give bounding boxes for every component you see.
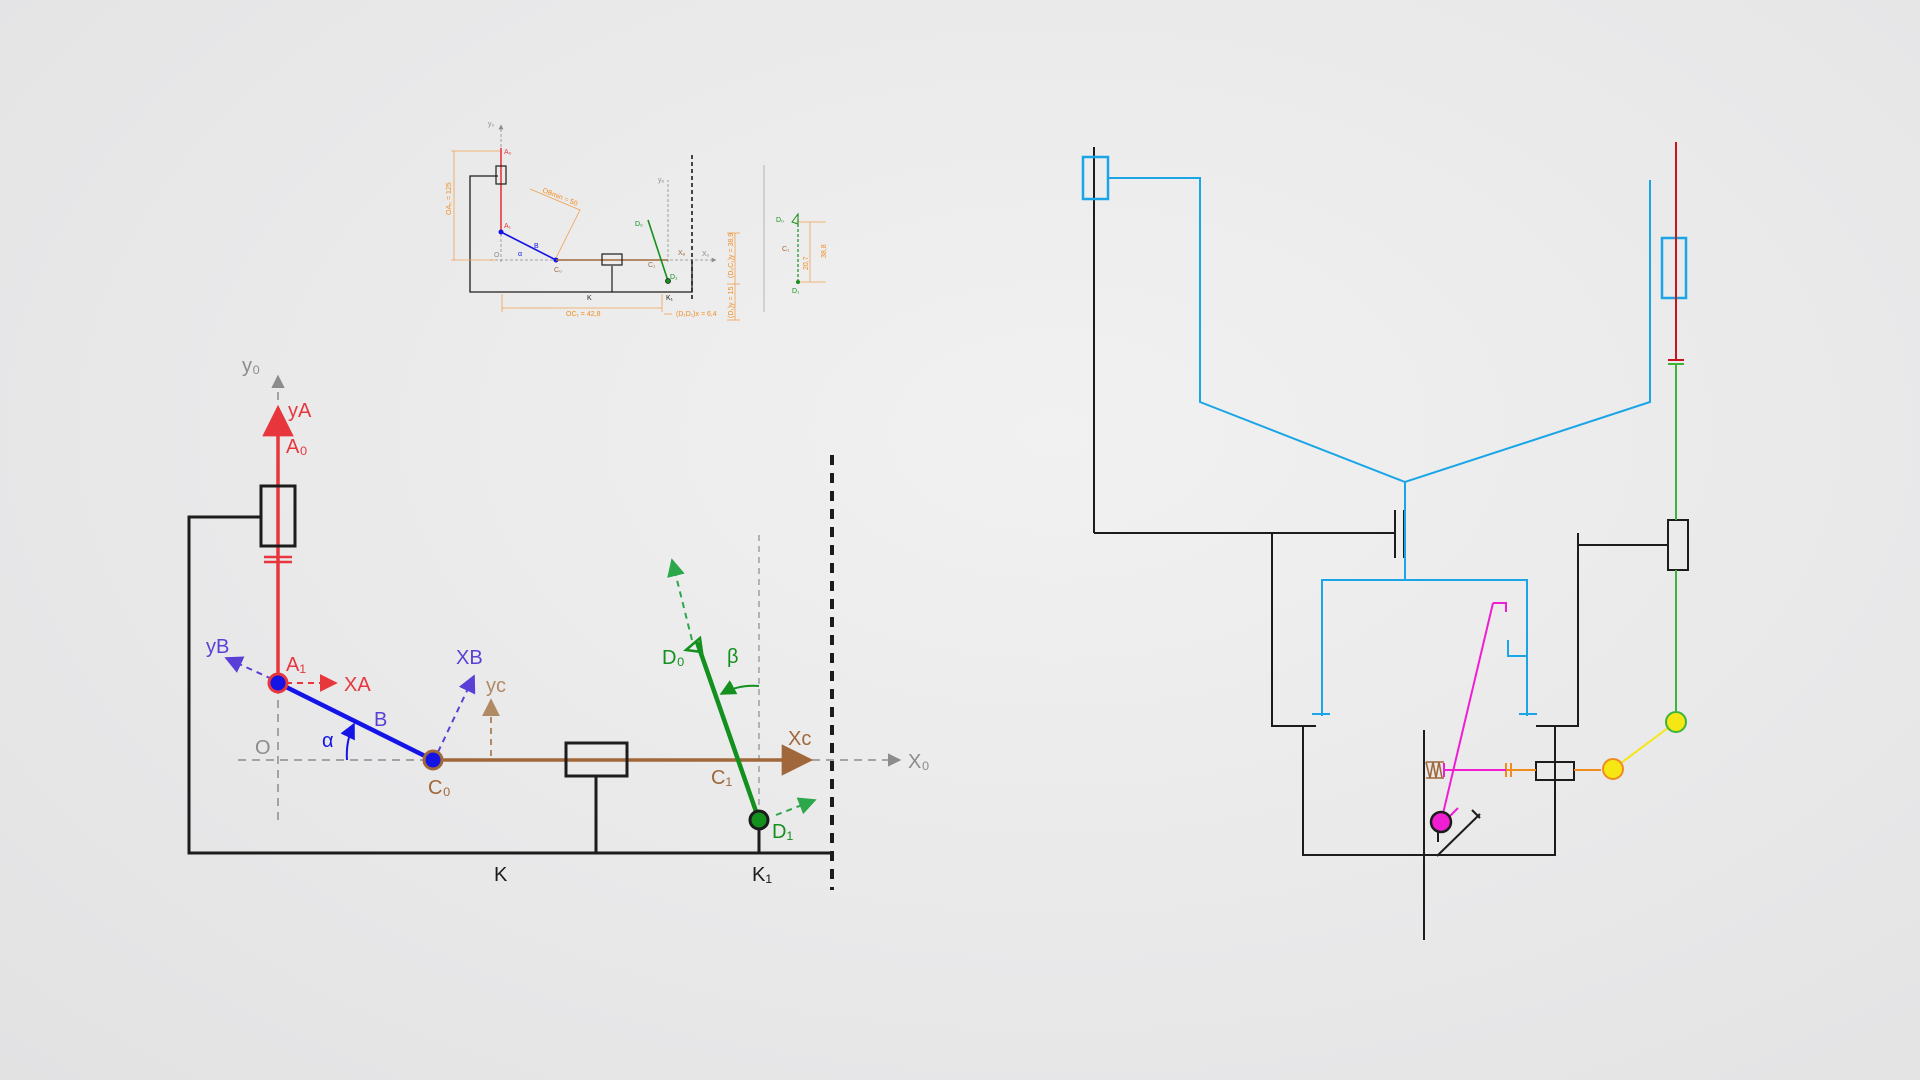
cyan-network [1108,177,1651,716]
thumb-side-c1: C₁ [782,246,790,253]
thumb-dim-small: 20,7 [803,256,810,270]
label-yb: yB [206,636,229,658]
yellow-joint-right [1665,711,1687,733]
black-frame-lines [1093,147,1668,940]
thumb-dim-d0c1: (D₀C₁)y = 38,9 [728,233,735,278]
thumb-label-b: B [534,243,539,250]
thumb-label-a0: A₀ [504,149,512,156]
link-b [276,680,435,763]
c-slider-block [564,741,629,778]
label-alpha: α [322,730,334,752]
yb-axis-arrow [224,656,273,680]
thumb-label-d1: D₁ [670,274,678,281]
thumb-label-d0: D₀ [635,221,643,228]
cyan-block-right [1660,236,1688,300]
main-mechanism: y₀ yA A₀ A₁ XA yB XB yc B α O C₀ C₁ Xc X… [187,355,930,890]
label-xa: XA [344,674,371,696]
thumb-side-tip [791,212,799,225]
thumb-label-c1: C₁ [648,262,656,269]
thumb-dim-d1y: (D₁)y = 15 [728,287,735,318]
a-guide-block [259,484,297,548]
yellow-joint-left [1602,758,1624,780]
label-o: O [255,737,271,759]
label-k: K [494,864,508,886]
thumb-label-x0: X₀ [702,251,710,258]
magenta-pivot [1429,810,1453,834]
label-d1: D₁ [772,821,793,843]
joint-c0 [422,749,444,771]
d0-tip-marker [683,635,704,654]
label-yc: yc [486,675,506,697]
thumb-dim-small2: 38,8 [821,244,828,258]
joint-a1 [267,672,289,694]
thumb-joint-a1 [498,229,504,235]
label-d0: D₀ [662,647,685,669]
cyan-block-left [1081,155,1110,201]
thumb-side-joint [796,280,800,284]
thumb-c-block [601,253,623,266]
label-c1: C₁ [711,767,732,789]
label-c0: C₀ [428,777,451,799]
d-direction-arrow [667,558,693,641]
label-x0: X₀ [908,751,930,773]
thumb-label-xc: Xₑ [678,250,686,257]
thumb-dimensions [451,150,826,321]
thumb-label-a1: A₁ [504,223,512,230]
thumb-label-k: K [587,295,592,302]
thumb-label-k1: K₁ [666,295,674,302]
label-xc: Xc [788,728,811,750]
label-k1: K₁ [752,864,772,886]
thumb-label-o: O [494,252,500,259]
thumb-joint-d1 [665,278,671,284]
right-schematic [1081,142,1689,940]
thumb-link-d [647,219,669,282]
black-block-right [1667,519,1689,571]
spring [1425,761,1444,779]
thumb-dim-oa0: OA₀ = 125 [446,182,453,215]
thumbnail-sketch: y₀ A₀ A₁ B α O C₀ C₁ X₀ Xₑ yₑ D₀ D₁ K K₁… [446,121,828,321]
label-beta: β [727,646,739,668]
joint-d1 [748,809,770,831]
thumb-link-b [500,231,557,261]
label-y0: y₀ [242,355,260,377]
xb-axis-arrow [437,674,476,753]
label-b: B [374,709,387,731]
thumb-label-c0: C₀ [554,267,562,274]
thumb-label-alpha: α [518,251,522,258]
label-ya: yA [288,400,312,422]
magenta-lever [1440,602,1507,823]
label-a1: A₁ [286,654,306,676]
thumb-dim-obmin: OBmin = 50 [541,187,578,207]
thumb-side-d0: D₀ [776,217,784,224]
thumb-dim-d1d1x: (D₁D₁)x = 6,4 [676,311,717,318]
d1-direction-arrow [775,797,817,816]
thumb-side-d1: D₁ [792,288,800,295]
thumb-dim-oc1: OC₁ = 42,8 [566,311,601,318]
yellow-link [1612,721,1677,770]
link-d [694,641,762,821]
thumb-label-yc: yₑ [658,177,665,184]
beta-angle-arc [719,680,760,695]
label-a0: A₀ [286,436,308,458]
label-xb: XB [456,647,483,669]
alpha-angle-arc [340,722,355,761]
ground-frame-line [187,515,832,855]
thumb-a-block [495,165,507,185]
thumb-label-y0: y₀ [488,121,495,128]
